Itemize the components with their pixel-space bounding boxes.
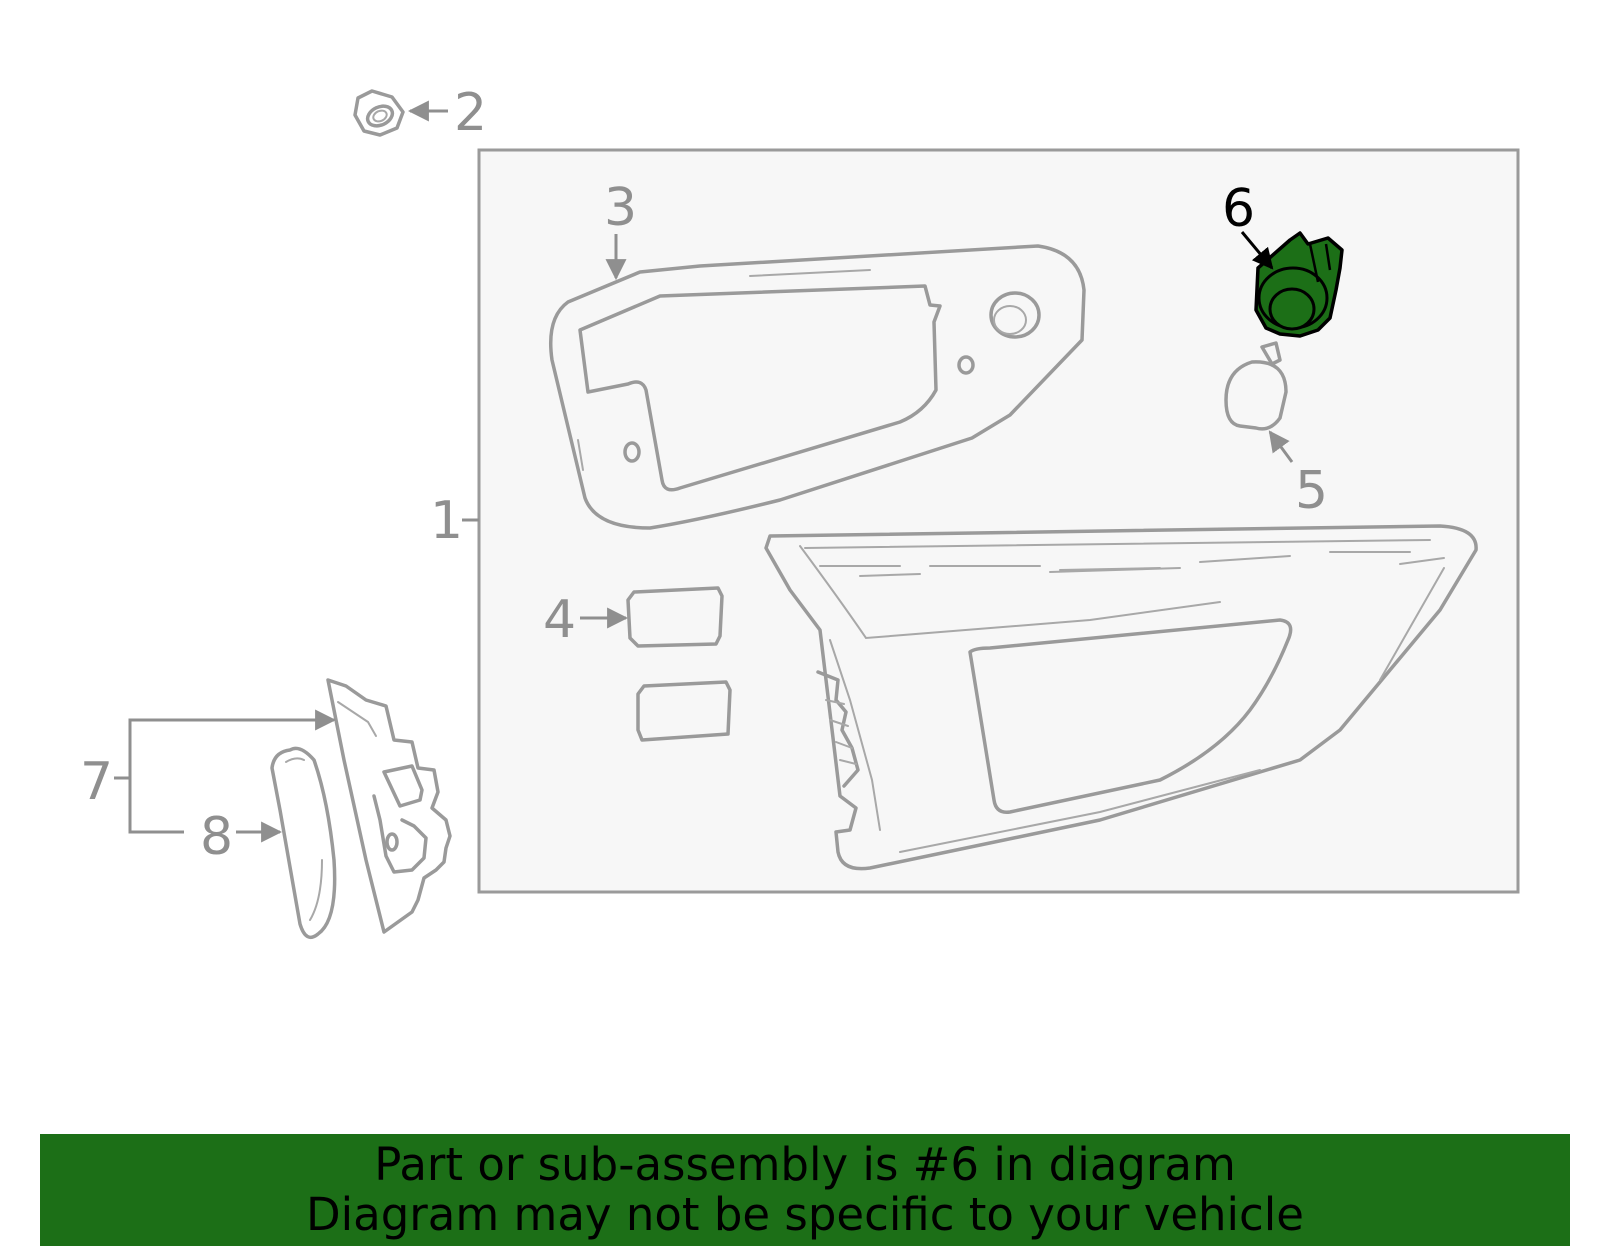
part-bracket xyxy=(326,678,452,934)
part-lamp-housing xyxy=(764,524,1478,871)
part-bulb xyxy=(1224,341,1288,431)
assembly-panel xyxy=(477,148,1520,894)
part-pad-lower xyxy=(636,680,732,742)
part-socket-highlighted xyxy=(1254,231,1344,338)
part-gasket xyxy=(548,244,1086,530)
leader-5 xyxy=(1268,430,1294,463)
callout-2: 2 xyxy=(454,83,487,143)
part-lens xyxy=(270,746,337,940)
info-banner: Part or sub-assembly is #6 in diagram Di… xyxy=(40,1134,1570,1246)
callout-8: 8 xyxy=(200,807,233,867)
callout-5: 5 xyxy=(1295,461,1328,521)
banner-line-1: Part or sub-assembly is #6 in diagram xyxy=(374,1138,1236,1191)
leader-6 xyxy=(1240,231,1274,270)
part-pad-upper xyxy=(626,586,724,648)
callout-4: 4 xyxy=(543,590,576,650)
callout-7: 7 xyxy=(80,752,113,812)
part-nut xyxy=(353,89,405,137)
leader-7 xyxy=(128,718,300,834)
banner-line-2: Diagram may not be specific to your vehi… xyxy=(306,1188,1304,1241)
callout-3: 3 xyxy=(604,178,637,238)
callout-6: 6 xyxy=(1222,179,1255,239)
callout-1: 1 xyxy=(430,491,463,551)
